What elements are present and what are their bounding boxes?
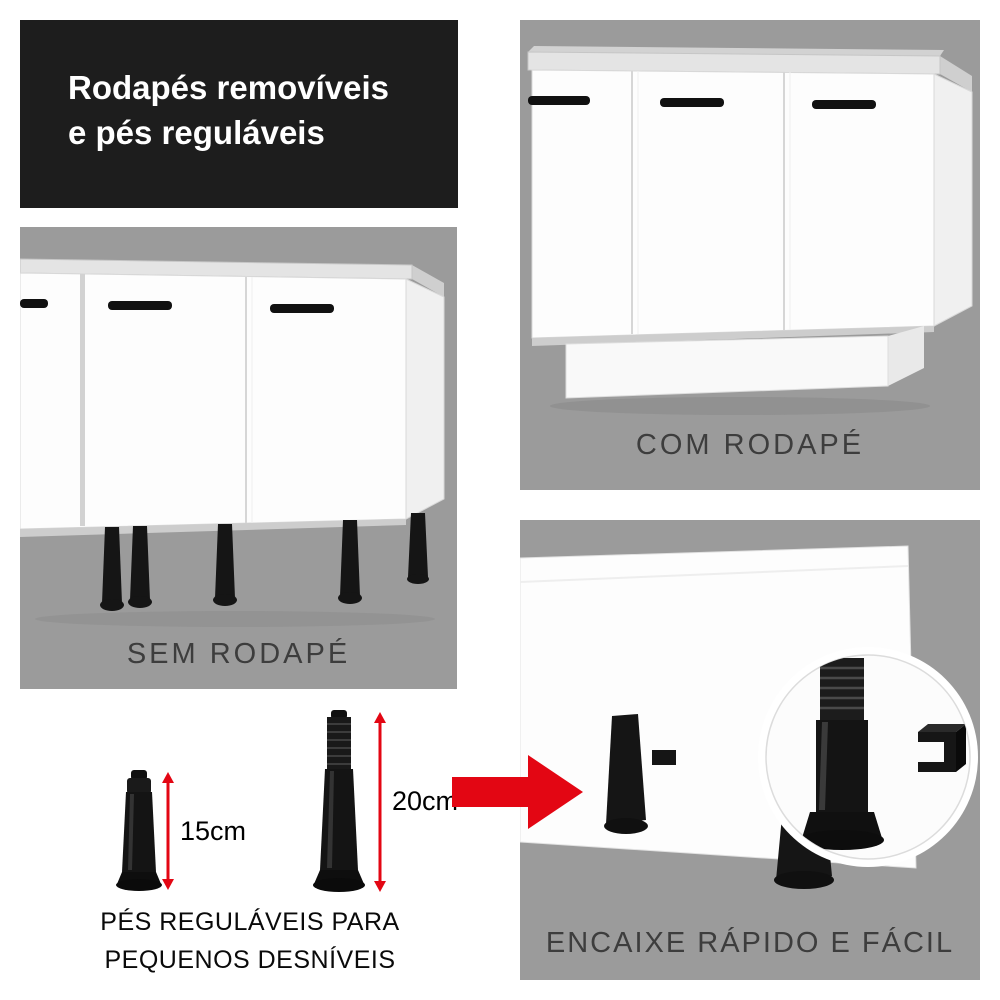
cabinet-leg <box>130 526 150 600</box>
red-arrow-icon <box>452 755 583 829</box>
foot-body <box>122 792 156 872</box>
measure-arrow-15cm <box>162 772 174 890</box>
measure-label-20cm: 20cm <box>392 786 459 816</box>
foot-top-cap <box>331 710 347 719</box>
foot-base-zoom <box>800 830 884 850</box>
arrow-head-down <box>374 881 386 892</box>
adjustable-foot-small-illustration <box>116 770 162 891</box>
cabinet-without-baseboard-illustration <box>20 258 445 627</box>
caption-sem-rodape: SEM RODAPÉ <box>126 638 351 670</box>
attached-foot-base <box>604 818 648 834</box>
countertop-side <box>412 265 444 297</box>
door-handle <box>528 96 590 105</box>
arrow-head-down <box>162 879 174 890</box>
cabinet-side-panel <box>933 73 973 327</box>
magnified-detail <box>800 658 966 850</box>
panel-sem-rodape: SEM RODAPÉ <box>20 227 457 689</box>
foot-base <box>116 879 162 891</box>
foot-thread-ridges <box>327 723 351 765</box>
panel-crease <box>520 565 909 583</box>
arrow-head-up <box>162 772 174 783</box>
cabinet-leg-base <box>213 594 237 606</box>
cabinet-with-baseboard-illustration <box>527 46 973 415</box>
foot-body <box>320 769 358 870</box>
foot-threaded-section <box>327 717 351 769</box>
measure-arrow-20cm <box>374 712 386 892</box>
arrow-shape <box>452 755 583 829</box>
headline-line2: e pés reguláveis <box>68 113 325 151</box>
cabinet-leg <box>340 520 360 596</box>
panel-com-rodape: COM RODAPÉ <box>520 20 980 490</box>
headline-line1: Rodapés removíveis <box>68 69 389 106</box>
mounting-clip-small <box>652 750 676 765</box>
foot-collar <box>127 778 151 794</box>
mounting-clip-zoom <box>918 732 956 772</box>
measure-line <box>166 781 170 881</box>
module-gap <box>80 274 85 526</box>
cabinet-front <box>20 272 407 530</box>
measure-line <box>378 721 382 883</box>
foot-base <box>313 878 365 892</box>
ground-shadow <box>35 611 435 627</box>
headline-banner: Rodapés removíveis e pés reguláveis <box>20 20 458 208</box>
quick-fit-illustration <box>520 545 978 889</box>
caption-encaixe: ENCAIXE RÁPIDO E FÁCIL <box>545 927 955 959</box>
cabinet-leg-base <box>100 599 124 611</box>
arrow-head-up <box>374 712 386 723</box>
attached-foot <box>606 714 646 824</box>
cabinet-side-panel <box>405 278 445 520</box>
cabinet-leg <box>408 513 428 577</box>
door-handle <box>108 301 172 310</box>
countertop-front <box>527 51 941 75</box>
foot-highlight <box>128 794 134 870</box>
door-handle <box>20 299 48 308</box>
cabinet-leg <box>102 527 122 603</box>
baseboard-side <box>888 326 924 386</box>
countertop-front <box>20 258 413 280</box>
cabinet-front <box>531 69 935 339</box>
countertop-side <box>940 56 972 92</box>
cabinet-leg-base <box>338 592 362 604</box>
cabinet-legs <box>100 513 429 611</box>
cabinet-bottom-edge <box>532 326 934 346</box>
foot-thread-ridges-zoom <box>820 666 864 710</box>
door-handle <box>812 100 876 109</box>
cabinet-leg-base <box>407 574 429 584</box>
ground-shadow <box>550 397 930 415</box>
cabinet-leg <box>215 524 235 598</box>
countertop-top <box>528 46 944 56</box>
baseboard-front <box>565 335 889 399</box>
foot-highlight <box>327 771 334 868</box>
feet-caption-line2: PEQUENOS DESNÍVEIS <box>104 946 396 974</box>
mounting-clip-side <box>956 724 966 772</box>
measure-label-15cm: 15cm <box>180 816 247 846</box>
door-handle <box>660 98 724 107</box>
mounting-clip-top <box>918 724 966 732</box>
adjustable-foot-large-illustration <box>313 710 365 892</box>
door-handle <box>270 304 334 313</box>
foot-highlight-zoom <box>819 722 828 810</box>
panel-encaixe: ENCAIXE RÁPIDO E FÁCIL <box>520 520 980 980</box>
cabinet-leg-base <box>128 596 152 608</box>
caption-com-rodape: COM RODAPÉ <box>635 429 865 461</box>
foot-top-cap <box>131 770 147 780</box>
attached-foot-base <box>774 871 834 889</box>
feet-caption-line1: PÉS REGULÁVEIS PARA <box>100 908 400 936</box>
